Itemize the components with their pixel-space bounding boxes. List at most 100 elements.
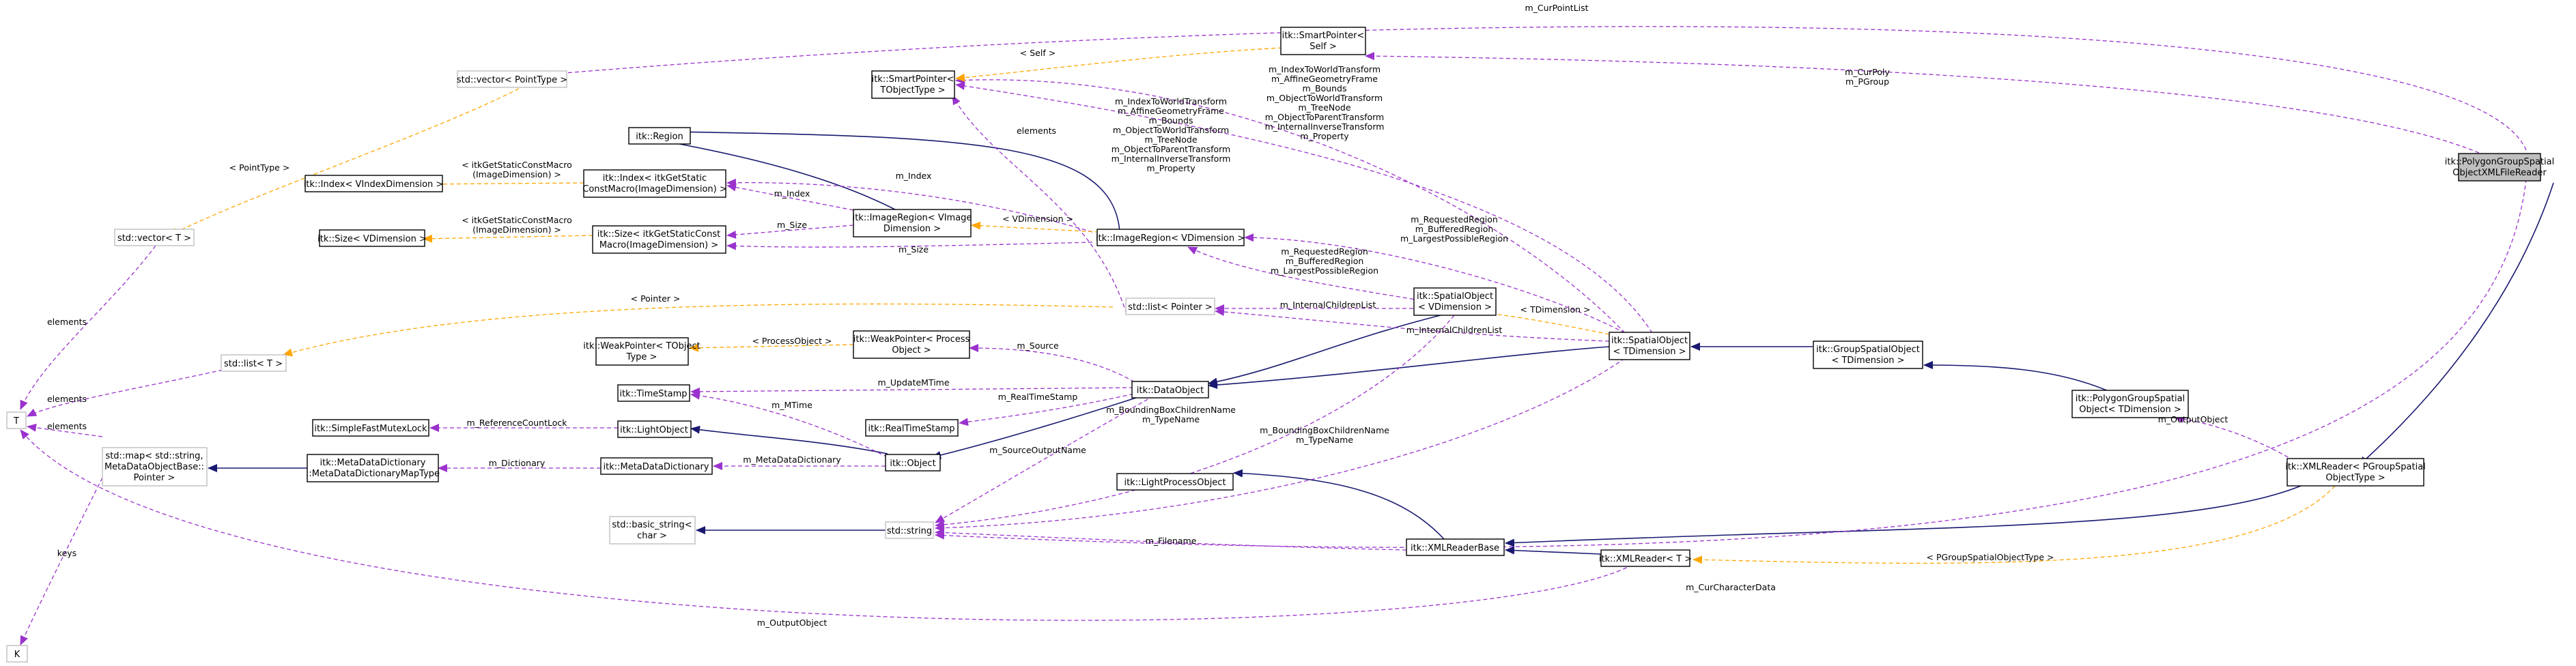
edge-label-indextoworld: m_IndexToWorldTransform m_AffineGeometry… — [1265, 64, 1385, 141]
node-polygon-group-spatial-object[interactable]: itk::PolygonGroupSpatial Object< TDimens… — [2071, 390, 2189, 418]
node-weakpointer-processobject[interactable]: itk::WeakPointer< Process Object > — [853, 330, 970, 359]
edge-label-pointtype: < PointType > — [229, 162, 290, 173]
edge-tpl-size-macro — [423, 234, 593, 243]
node-std-string[interactable]: std::string — [885, 521, 934, 539]
edge-label-line: < TDimension > — [1520, 304, 1591, 315]
node-lightobject[interactable]: itk::LightObject — [617, 420, 692, 438]
edge-inherit-imageregion-v-to-region — [631, 127, 1120, 233]
edge-use-bbox-children — [935, 315, 1455, 529]
node-label: itk::GroupSpatialObject — [1816, 345, 1920, 355]
node-object[interactable]: itk::Object — [885, 454, 941, 472]
node-label: Self > — [1310, 42, 1336, 52]
edge-label-line: m_Bounds — [1303, 83, 1347, 93]
edge-label-outputobject: m_OutputObject — [2158, 414, 2228, 424]
node-label: itk::MetaDataDictionary — [320, 458, 426, 468]
node-label: ObjectType > — [2325, 473, 2385, 483]
edge-use-keys — [20, 477, 103, 646]
node-label: itk::SmartPointer< — [872, 74, 954, 85]
edge-use-m-index2 — [726, 183, 854, 211]
edge-label-processobject: < ProcessObject > — [752, 336, 832, 346]
node-label: Object > — [892, 345, 931, 356]
node-t[interactable]: T — [6, 411, 27, 429]
node-timestamp[interactable]: itk::TimeStamp — [617, 384, 690, 402]
edge-label-line: (ImageDimension) > — [472, 225, 561, 235]
node-index-macro[interactable]: itk::Index< itkGetStatic ConstMacro(Imag… — [582, 169, 727, 198]
node-imageregion-vdim[interactable]: itk::ImageRegion< VDimension > — [1096, 229, 1245, 246]
edge-use-m-index — [726, 178, 1093, 233]
node-xmlreader-pgroup[interactable]: itk::XMLReader< PGroupSpatial ObjectType… — [2285, 458, 2426, 487]
edge-label-line: m_SourceOutputName — [989, 445, 1086, 455]
node-lightprocessobject[interactable]: itk::LightProcessObject — [1116, 473, 1234, 491]
node-dataobject[interactable]: itk::DataObject — [1131, 381, 1209, 399]
edge-label-line: m_BufferedRegion — [1286, 256, 1364, 266]
node-xmlreader-t[interactable]: itk::XMLReader< T > — [1599, 549, 1692, 567]
edge-label-line: m_TypeName — [1142, 414, 1200, 424]
edge-label-metadatadictionary: m_MetaDataDictionary — [743, 454, 841, 465]
node-polygon-group-spatial-object-xml-file-reader[interactable]: itk::PolygonGroupSpatial ObjectXMLFileRe… — [2445, 153, 2554, 182]
node-weakpointer-tobject[interactable]: itk::WeakPointer< TObject Type > — [583, 337, 700, 366]
node-smartpointer-tobject[interactable]: itk::SmartPointer< TObjectType > — [871, 70, 955, 99]
node-metadatadictionary[interactable]: itk::MetaDataDictionary — [600, 457, 713, 475]
edge-label-line: m_IndexToWorldTransform — [1115, 96, 1227, 106]
edge-label-line: < PointType > — [229, 162, 290, 173]
node-size-macro[interactable]: itk::Size< itkGetStaticConst Macro(Image… — [592, 225, 726, 254]
node-k[interactable]: K — [6, 645, 28, 663]
node-label: itk::Object — [890, 459, 935, 469]
edge-tpl-pointtype — [169, 88, 520, 236]
edge-label-m-size: m_Size — [777, 220, 807, 230]
node-label: MetaDataObjectBase:: — [104, 462, 204, 472]
node-label: itk::SpatialObject — [1417, 291, 1493, 302]
node-label: std::string — [887, 526, 932, 536]
edge-label-mtime: m_MTime — [772, 400, 812, 410]
node-std-list-pointer[interactable]: std::list< Pointer > — [1125, 298, 1215, 315]
node-label: itk::Region — [636, 132, 683, 142]
edge-label-line: < Pointer > — [631, 293, 681, 304]
node-spatial-object[interactable]: itk::SpatialObject < TDimension > — [1609, 332, 1690, 360]
edge-label-curpointlist: m_CurPointList — [1525, 3, 1588, 13]
edge-use-elements-list — [27, 368, 230, 417]
edge-label-line: m_Index — [896, 171, 932, 181]
node-region[interactable]: itk::Region — [628, 127, 691, 145]
node-label: itk::RealTimeStamp — [868, 424, 954, 434]
node-std-vector-pointtype[interactable]: std::vector< PointType > — [457, 70, 567, 88]
edge-label-outputobject2: m_OutputObject — [757, 618, 827, 628]
node-spatial-object-vdim[interactable]: itk::SpatialObject < VDimension > — [1413, 287, 1497, 316]
node-std-map[interactable]: std::map< std::string, MetaDataObjectBas… — [102, 447, 208, 487]
edge-label-line: m_TypeName — [1296, 435, 1353, 445]
edge-label-refcountlock: m_ReferenceCountLock — [467, 418, 568, 428]
node-smartpointer-self[interactable]: itk::SmartPointer< Self > — [1280, 27, 1366, 55]
node-metadatadictionary-maptype[interactable]: itk::MetaDataDictionary ::MetaDataDictio… — [306, 454, 440, 482]
node-std-basic-string[interactable]: std::basic_string< char > — [609, 516, 696, 545]
node-std-list-t[interactable]: std::list< T > — [221, 354, 287, 372]
node-simplefastmutexlock[interactable]: itk::SimpleFastMutexLock — [312, 419, 429, 437]
node-label: itk::Index< itkGetStatic — [603, 173, 707, 184]
node-label: itk::PolygonGroupSpatial — [2445, 157, 2554, 167]
edge-tpl-index-macro — [423, 179, 584, 188]
edge-label-line: m_LargestPossibleRegion — [1271, 265, 1378, 276]
node-imageregion-vimage[interactable]: itk::ImageRegion< VImage Dimension > — [853, 209, 972, 237]
node-label: itk::WeakPointer< TObject — [583, 341, 700, 351]
node-label: itk::Index< VIndexDimension > — [304, 179, 444, 190]
edge-label-size-macro: < itkGetStaticConstMacro (ImageDimension… — [462, 215, 572, 235]
node-size-vdim[interactable]: itk::Size< VDimension > — [317, 229, 427, 247]
edge-use-requested2 — [1187, 246, 1441, 304]
edge-label-line: elements — [47, 394, 87, 404]
edge-use-mtime — [690, 391, 888, 458]
node-xmlreaderbase[interactable]: itk::XMLReaderBase — [1406, 538, 1505, 556]
edge-tpl-pointer — [283, 303, 1114, 357]
edge-label-vdimension: < VDimension > — [1002, 214, 1073, 224]
node-index-vindex[interactable]: itk::Index< VIndexDimension > — [304, 175, 444, 192]
node-realtimestamp[interactable]: itk::RealTimeStamp — [865, 419, 959, 437]
node-std-vector-t[interactable]: std::vector< T > — [114, 229, 195, 246]
node-group-spatial-object[interactable]: itk::GroupSpatialObject < TDimension > — [1813, 341, 1923, 369]
edge-label-line: m_CurPoly — [1845, 67, 1890, 77]
edge-label-internalchildren2: m_InternalChildrenList — [1406, 325, 1503, 335]
edge-label-requested: m_RequestedRegion m_BufferedRegion m_Lar… — [1400, 214, 1508, 244]
edge-label-line: m_CurCharacterData — [1686, 582, 1776, 592]
edge-label-line: m_LargestPossibleRegion — [1400, 233, 1508, 244]
edge-label-line: m_ObjectToWorldTransform — [1113, 125, 1229, 135]
edge-label-line: m_TreeNode — [1144, 134, 1197, 145]
node-label: ::MetaDataDictionaryMapType — [306, 469, 440, 479]
edge-label-line: m_RequestedRegion — [1281, 246, 1368, 257]
edge-tpl-self — [955, 47, 1283, 82]
